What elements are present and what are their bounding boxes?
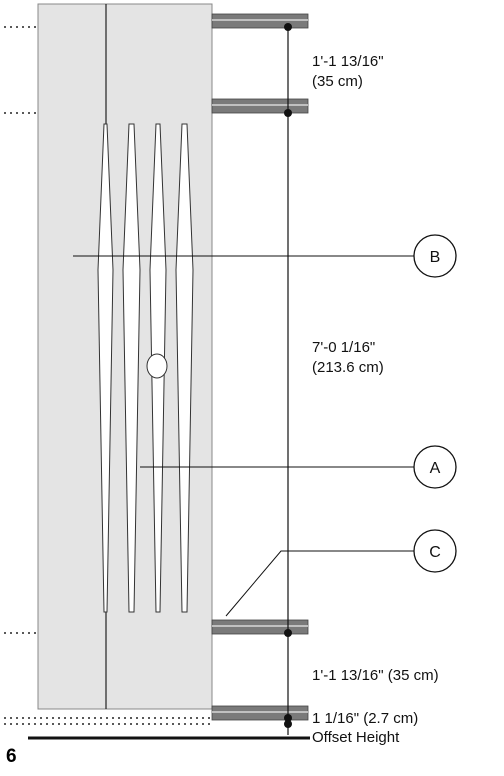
callout-c-label: C bbox=[429, 544, 441, 561]
rail-upper bbox=[211, 98, 309, 114]
slot-1 bbox=[97, 123, 114, 613]
callout-b-circle bbox=[413, 234, 457, 278]
callout-a-circle bbox=[413, 445, 457, 489]
rail-top bbox=[211, 13, 309, 29]
panel-slots bbox=[97, 123, 194, 613]
callout-a-label: A bbox=[430, 460, 441, 477]
page-number: 6 bbox=[6, 746, 17, 767]
rail-bottom bbox=[211, 705, 309, 721]
callout-c: C bbox=[413, 529, 457, 573]
bottom-spacing-label: 1'-1 13/16" (35 cm) bbox=[312, 667, 439, 684]
rail-lower bbox=[211, 619, 309, 635]
total-height-label: 7'-0 1/16" bbox=[312, 339, 376, 356]
top-spacing-label: 1'-1 13/16" bbox=[312, 53, 384, 70]
callout-c-circle bbox=[413, 529, 457, 573]
rail-highlights bbox=[212, 19, 308, 713]
callout-a: A bbox=[413, 445, 457, 489]
door-handle-hole bbox=[146, 353, 168, 379]
slot-4 bbox=[175, 123, 194, 613]
top-spacing-metric-label: (35 cm) bbox=[312, 73, 363, 90]
callout-b: B bbox=[413, 234, 457, 278]
offset-height-label: Offset Height bbox=[312, 729, 400, 746]
callout-leaders bbox=[73, 255, 414, 617]
rails bbox=[211, 13, 309, 721]
total-height-metric-label: (213.6 cm) bbox=[312, 359, 384, 376]
slot-2 bbox=[122, 123, 141, 613]
callout-b-label: B bbox=[430, 249, 441, 266]
dimension-dots bbox=[284, 23, 292, 728]
offset-label: 1 1/16" (2.7 cm) bbox=[312, 710, 419, 727]
leader-c bbox=[225, 550, 414, 617]
